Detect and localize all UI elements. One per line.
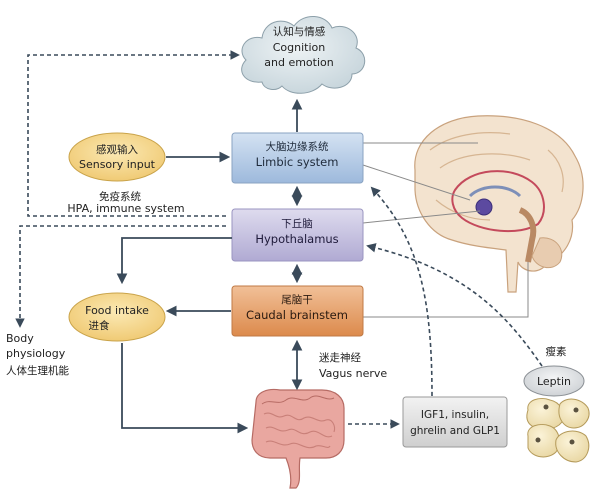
sensory-label-en: Sensory input: [79, 158, 156, 171]
leptin-label-en: Leptin: [537, 375, 571, 388]
food-label-en: Food intake: [85, 304, 149, 317]
food-intake-oval: Food intake 进食: [68, 292, 166, 342]
limbic-system-box: 大脑边缘系统 Limbic system: [231, 132, 364, 184]
brain-illustration-icon: [414, 115, 584, 293]
cognition-label-en1: Cognition: [273, 41, 326, 54]
body-label-cn: 人体生理机能: [6, 364, 69, 377]
hormones-box: IGF1, insulin, ghrelin and GLP1: [402, 396, 508, 448]
hpa-label-cn: 免疫系统: [99, 190, 141, 203]
cloud-shape-icon: [241, 16, 366, 94]
leptin-oval: Leptin: [523, 365, 585, 397]
vagus-label-cn: 迷走神经: [319, 351, 361, 364]
sensory-input-oval: 感观输入 Sensory input: [68, 132, 166, 182]
brainstem-label-cn: 尾脑干: [281, 293, 313, 306]
body-label-en2: physiology: [6, 347, 66, 360]
hypothalamus-box: 下丘脑 Hypothalamus: [231, 208, 364, 262]
limbic-label-cn: 大脑边缘系统: [266, 140, 329, 153]
hormones-line2: ghrelin and GLP1: [410, 425, 500, 437]
brain-connectors: [362, 142, 529, 318]
hormones-line1: IGF1, insulin,: [421, 409, 489, 421]
cognition-label-en2: and emotion: [264, 56, 334, 69]
dashed-arrows: [15, 50, 543, 429]
solid-arrows: [116, 98, 303, 434]
cognition-label-cn: 认知与情感: [273, 25, 326, 38]
body-label-en1: Body: [6, 332, 34, 345]
brainstem-label-en: Caudal brainstem: [246, 308, 348, 322]
hypothalamus-label-cn: 下丘脑: [281, 217, 313, 230]
sensory-label-cn: 感观输入: [96, 143, 138, 156]
leptin-label-cn: 瘦素: [546, 345, 567, 358]
intestine-illustration-icon: [251, 388, 345, 489]
caudal-brainstem-box: 尾脑干 Caudal brainstem: [231, 285, 364, 337]
cognition-cloud: 认知与情感 Cognition and emotion: [241, 16, 366, 94]
food-label-cn: 进食: [89, 319, 110, 332]
hpa-label-en: HPA, immune system: [67, 202, 184, 215]
fat-cells-illustration-icon: [526, 397, 590, 463]
vagus-label-en: Vagus nerve: [319, 367, 387, 380]
hypothalamus-label-en: Hypothalamus: [255, 232, 338, 246]
limbic-label-en: Limbic system: [256, 155, 339, 169]
